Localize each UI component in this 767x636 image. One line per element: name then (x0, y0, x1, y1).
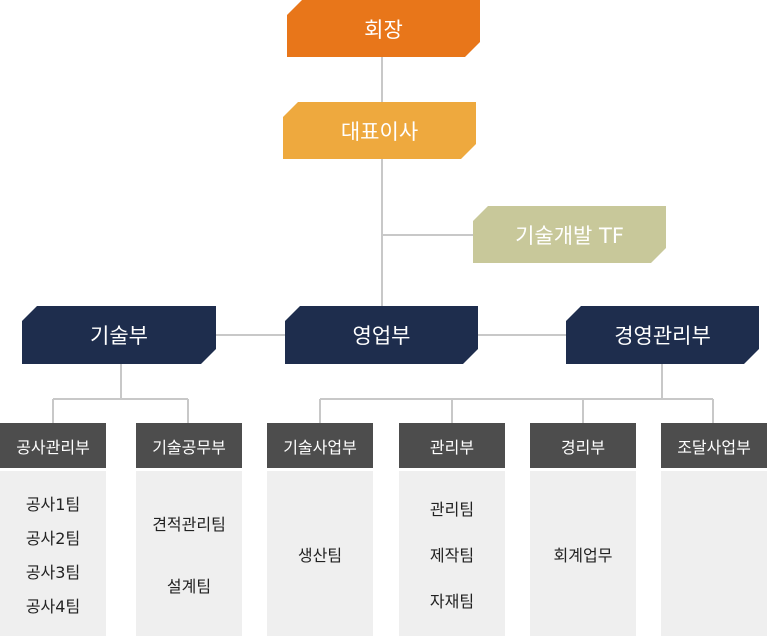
team-item: 공사4팀 (25, 596, 81, 616)
division-management: 경영관리부 (566, 306, 759, 364)
division-tech-label: 기술부 (90, 324, 148, 348)
team-item: 관리팀 (429, 499, 475, 519)
team-item: 자재팀 (429, 591, 475, 611)
division-sales-label: 영업부 (352, 324, 411, 348)
department-header: 관리부 (399, 423, 505, 468)
team-item: 견적관리팀 (152, 514, 226, 534)
department-teams (661, 471, 767, 636)
chairman-label: 회장 (364, 17, 403, 42)
department-header: 기술공무부 (136, 423, 242, 468)
division-management-label: 경영관리부 (614, 324, 711, 348)
team-item: 설계팀 (166, 576, 212, 596)
team-item: 공사3팀 (25, 562, 81, 582)
tf-node: 기술개발 TF (473, 206, 666, 263)
department-tech-works: 기술공무부 견적관리팀 설계팀 (136, 423, 242, 636)
department-teams: 관리팀 제작팀 자재팀 (399, 471, 505, 636)
division-sales: 영업부 (285, 306, 478, 364)
department-teams: 생산팀 (267, 471, 373, 636)
department-teams: 견적관리팀 설계팀 (136, 471, 242, 636)
department-tech-business: 기술사업부 생산팀 (267, 423, 373, 636)
department-teams: 회계업무 (530, 471, 636, 636)
chairman-node: 회장 (287, 0, 480, 57)
department-header: 경리부 (530, 423, 636, 468)
department-header: 기술사업부 (267, 423, 373, 468)
team-item: 회계업무 (553, 545, 613, 565)
division-tech: 기술부 (22, 306, 216, 364)
team-item: 생산팀 (297, 545, 343, 565)
department-administration: 관리부 관리팀 제작팀 자재팀 (399, 423, 505, 636)
team-item: 제작팀 (429, 545, 475, 565)
department-accounting: 경리부 회계업무 (530, 423, 636, 636)
department-procurement: 조달사업부 (661, 423, 767, 636)
department-construction: 공사관리부 공사1팀 공사2팀 공사3팀 공사4팀 (0, 423, 106, 636)
department-header: 공사관리부 (0, 423, 106, 468)
tf-label: 기술개발 TF (515, 223, 624, 248)
team-item: 공사1팀 (25, 494, 81, 514)
ceo-label: 대표이사 (340, 119, 419, 144)
ceo-node: 대표이사 (283, 102, 476, 159)
department-header: 조달사업부 (661, 423, 767, 468)
team-item: 공사2팀 (25, 528, 81, 548)
department-teams: 공사1팀 공사2팀 공사3팀 공사4팀 (0, 471, 106, 636)
